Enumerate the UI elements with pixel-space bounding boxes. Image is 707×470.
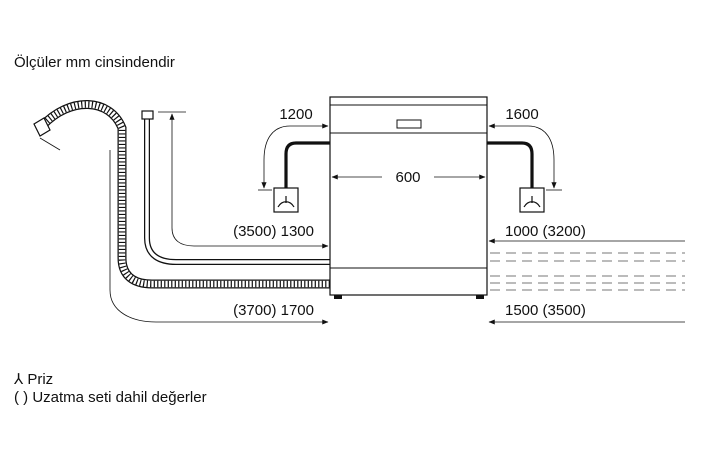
inlet-hose — [141, 110, 330, 265]
dishwasher-foot-right — [476, 295, 484, 299]
control-panel-display — [396, 119, 422, 129]
inlet-hose-connector — [141, 110, 154, 120]
dimension-left-socket: 1200 — [279, 106, 312, 123]
dimension-right-inlet: 1000 (3200) — [505, 223, 586, 240]
legend-socket-label: Priz — [27, 371, 54, 388]
dimension-right-drain: 1500 (3500) — [505, 302, 586, 319]
dimension-arc-left — [261, 123, 329, 189]
diagram-caption: Ölçüler mm cinsindendir — [14, 54, 175, 71]
dimension-right-socket: 1600 — [505, 106, 538, 123]
drain-hose — [33, 100, 330, 289]
dishwasher-body — [329, 96, 488, 299]
legend-extension-note: ( ) Uzatma seti dahil değerler — [14, 389, 207, 406]
right-hose-dashes — [490, 252, 685, 291]
socket-symbol-icon: ⅄ — [14, 371, 24, 388]
power-cable-right — [487, 141, 545, 213]
dimension-left-inlet: (3500) 1300 — [233, 223, 314, 240]
dimension-left-drain: (3700) 1700 — [233, 302, 314, 319]
power-cable-left — [273, 141, 330, 213]
inlet-hose-measure-curve — [169, 113, 329, 249]
dimension-width: 600 — [395, 169, 420, 186]
dimension-arc-right — [488, 123, 557, 189]
drain-hose-extension-curve — [109, 150, 329, 325]
drain-hose-end — [33, 117, 51, 137]
dishwasher-foot-left — [334, 295, 342, 299]
legend-socket: ⅄ Priz — [14, 370, 53, 388]
